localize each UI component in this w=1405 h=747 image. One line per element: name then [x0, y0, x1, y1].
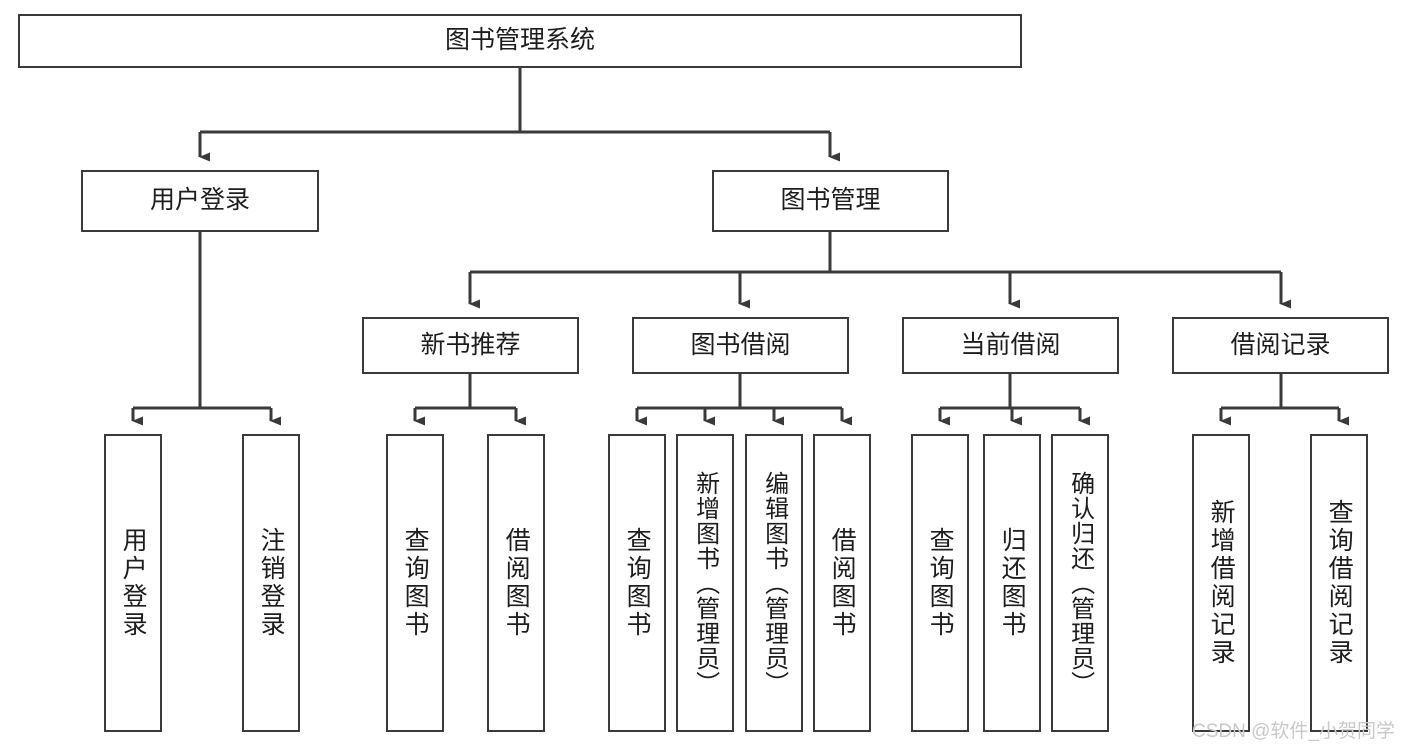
node-leaf-add-borrow-record[interactable]: 新增借阅记录 [1192, 434, 1250, 732]
node-leaf-query-borrow-record[interactable]: 查询借阅记录 [1310, 434, 1368, 732]
node-label: 用户登录 [149, 186, 250, 215]
node-leaf-confirm-return-admin[interactable]: 确认归还（管理员） [1051, 434, 1109, 732]
node-label: 图书管理 [780, 186, 881, 215]
node-label: 借阅图书 [502, 527, 531, 639]
node-label: 查询图书 [926, 527, 955, 639]
node-label: 查询图书 [401, 527, 430, 639]
node-leaf-add-book-admin[interactable]: 新增图书（管理员） [676, 434, 734, 732]
node-label: 新书推荐 [420, 330, 521, 359]
node-leaf-query-book-2[interactable]: 查询图书 [608, 434, 666, 732]
node-book-manage[interactable]: 图书管理 [712, 170, 949, 232]
node-leaf-query-book-3[interactable]: 查询图书 [911, 434, 969, 732]
node-label: 借阅记录 [1230, 330, 1331, 359]
node-label: 查询借阅记录 [1325, 499, 1354, 667]
node-leaf-return-book[interactable]: 归还图书 [983, 434, 1041, 732]
node-current-borrow[interactable]: 当前借阅 [902, 317, 1119, 374]
node-leaf-logout-login[interactable]: 注销登录 [242, 434, 300, 732]
csdn-watermark: CSDN @软件_小贺同学 [1192, 721, 1395, 742]
node-leaf-borrow-book-2[interactable]: 借阅图书 [813, 434, 871, 732]
node-user-login[interactable]: 用户登录 [81, 170, 319, 232]
node-label: 图书借阅 [690, 330, 791, 359]
node-label: 图书管理系统 [444, 26, 595, 55]
node-book-borrow[interactable]: 图书借阅 [632, 317, 849, 374]
node-root-book-management-system[interactable]: 图书管理系统 [18, 14, 1022, 68]
node-label: 编辑图书（管理员） [760, 470, 788, 696]
node-label: 当前借阅 [960, 330, 1061, 359]
node-label: 借阅图书 [828, 527, 857, 639]
node-new-book-recommend[interactable]: 新书推荐 [362, 317, 579, 374]
node-label: 注销登录 [257, 527, 286, 639]
node-label: 确认归还（管理员） [1066, 470, 1094, 696]
node-label: 新增图书（管理员） [691, 470, 719, 696]
node-leaf-borrow-book-1[interactable]: 借阅图书 [487, 434, 545, 732]
node-label: 用户登录 [119, 527, 148, 639]
node-label: 归还图书 [998, 527, 1027, 639]
node-label: 新增借阅记录 [1207, 499, 1236, 667]
node-leaf-user-login[interactable]: 用户登录 [104, 434, 162, 732]
node-borrow-record[interactable]: 借阅记录 [1172, 317, 1389, 374]
node-leaf-query-book-1[interactable]: 查询图书 [386, 434, 444, 732]
node-leaf-edit-book-admin[interactable]: 编辑图书（管理员） [745, 434, 803, 732]
node-label: 查询图书 [623, 527, 652, 639]
